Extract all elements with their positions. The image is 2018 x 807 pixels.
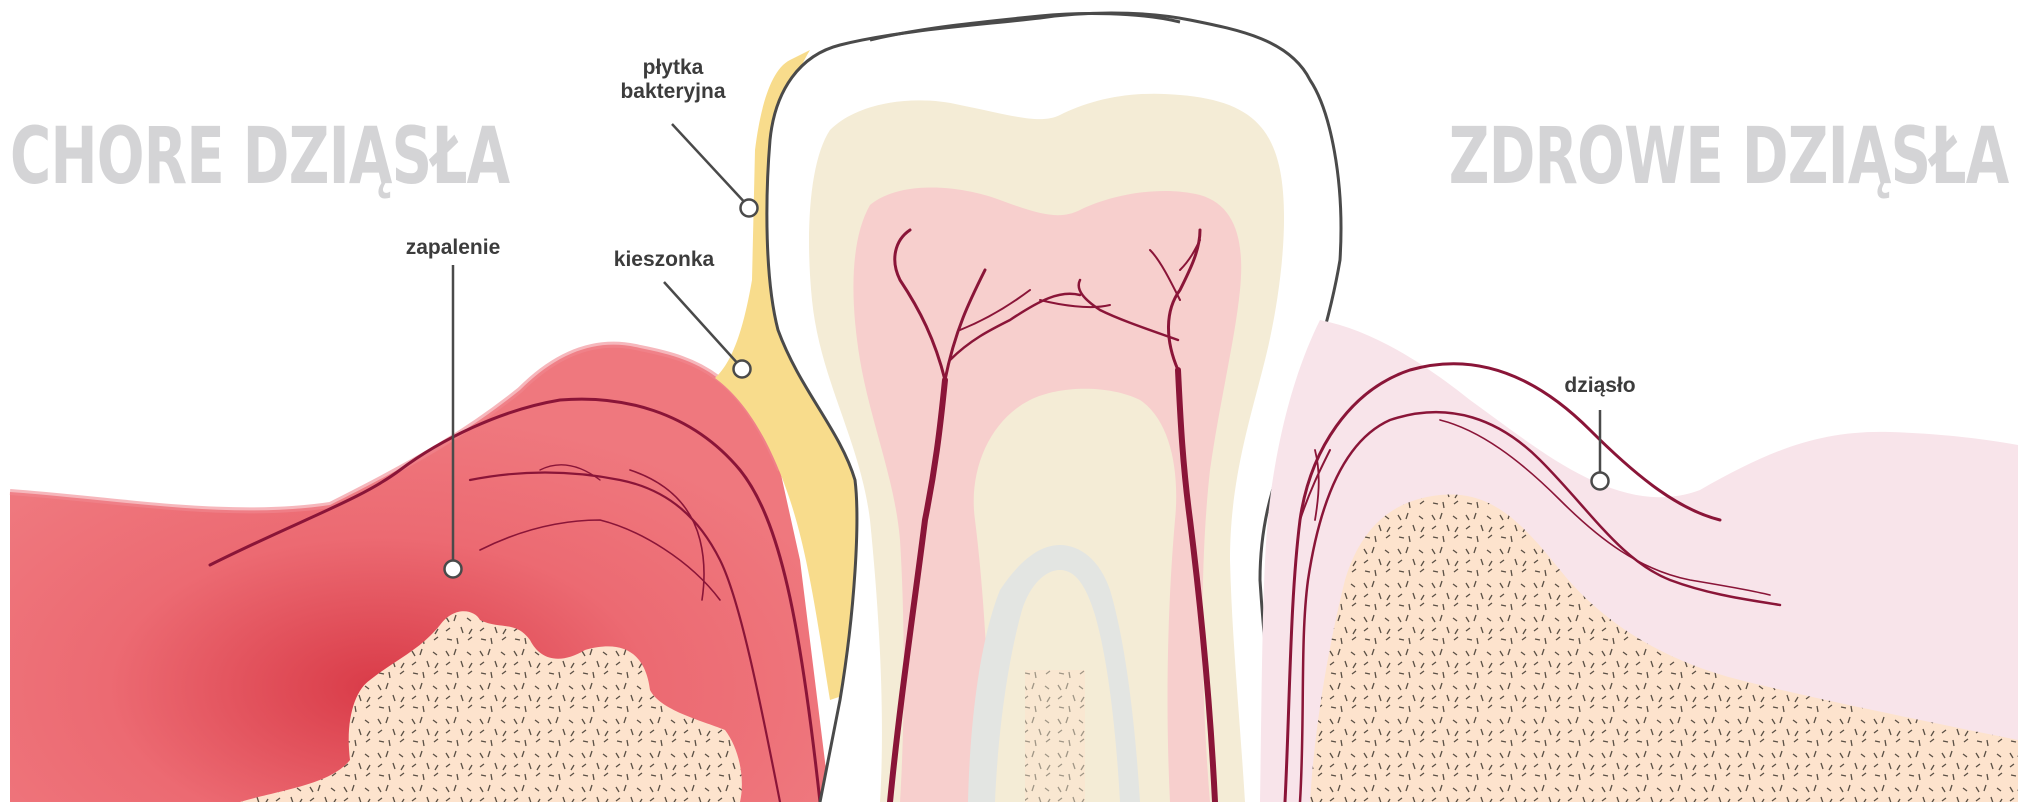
- label-inflammation: zapalenie: [393, 236, 513, 260]
- title-diseased-gums: CHORE DZIĄSŁA: [10, 118, 509, 196]
- title-healthy-gums: ZDROWE DZIĄSŁA: [1448, 118, 2008, 196]
- label-gum: dziąsło: [1550, 374, 1650, 398]
- label-plaque-line1: płytka: [612, 56, 734, 80]
- label-plaque-line2: bakteryjna: [612, 80, 734, 104]
- label-plaque: płytka bakteryjna: [612, 56, 734, 104]
- label-pocket: kieszonka: [602, 248, 726, 272]
- root-bone-pattern: [1025, 670, 1085, 802]
